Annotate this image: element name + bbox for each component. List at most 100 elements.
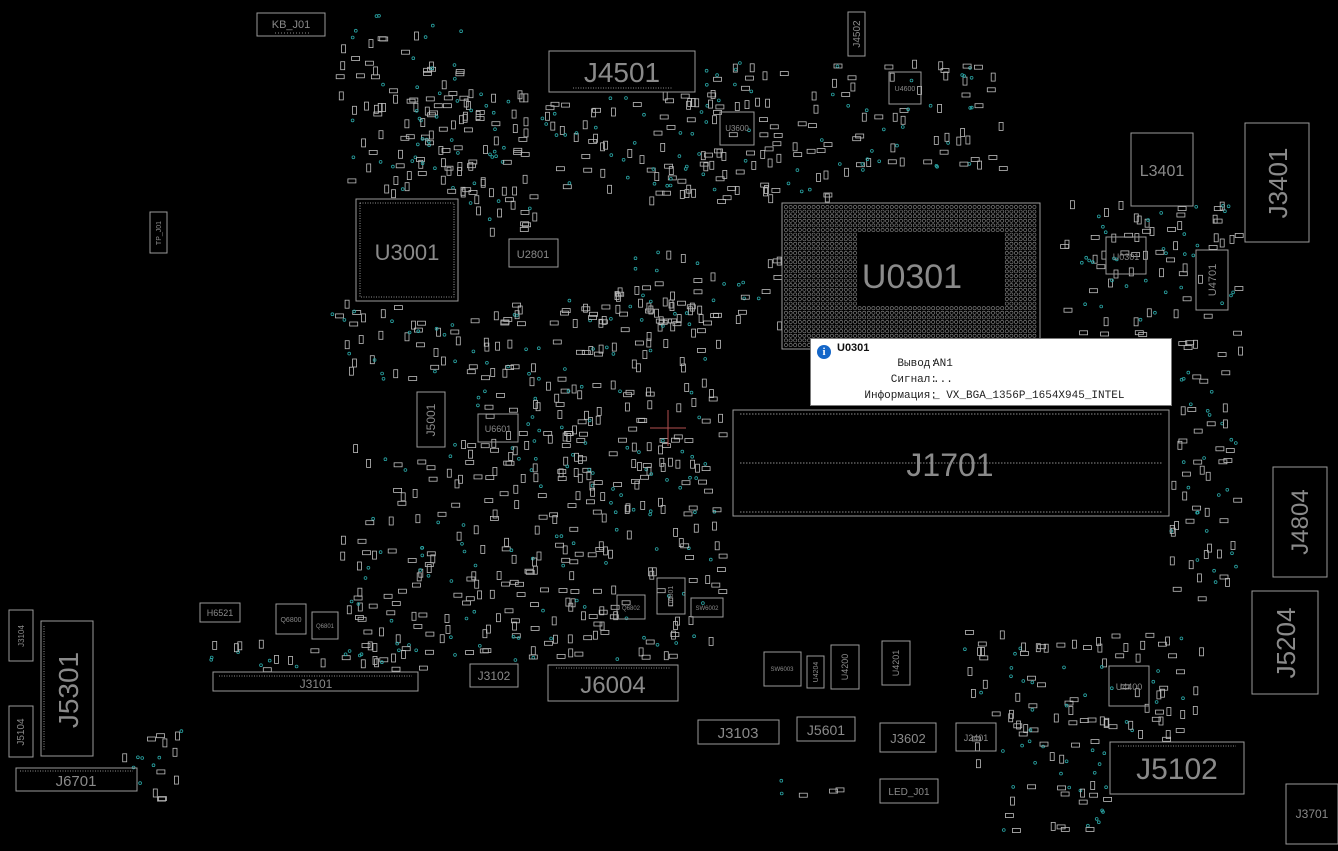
j4502-label: J4502 [852, 20, 863, 48]
component-sw6002[interactable]: SW6002 [690, 597, 724, 618]
u2801-label: U2801 [517, 249, 549, 261]
tooltip-info-value: _ VX_BGA_1356P_1654X945_INTEL [933, 390, 1125, 402]
component-u4201[interactable]: U4201 [881, 640, 911, 686]
component-u4600[interactable]: U4600 [888, 71, 922, 105]
j5601-label: J5601 [807, 722, 845, 738]
j3103-label: J3103 [718, 725, 759, 742]
component-u4204[interactable]: U4204 [806, 655, 825, 689]
component-j5104[interactable]: J5104 [8, 705, 34, 758]
u3600-label: U3600 [725, 124, 749, 133]
tooltip-row-pin: Вывод: AN1 [811, 358, 1173, 372]
tooltip-signal-label: Сигнал: [890, 374, 937, 386]
component-j5204[interactable]: J5204 [1251, 590, 1319, 695]
component-j3101[interactable]: J3101 [212, 671, 419, 692]
component-j5301[interactable]: J5301 [40, 620, 94, 757]
component-j3701[interactable]: J3701 [1285, 783, 1338, 845]
component-u6601[interactable]: U6601 [477, 413, 519, 443]
j5102-label: J5102 [1136, 753, 1218, 786]
l3401-label: L3401 [1140, 163, 1185, 180]
component-tp-j01[interactable]: TP_J01 [149, 211, 168, 254]
tooltip-row-info: Информация: _ VX_BGA_1356P_1654X945_INTE… [811, 390, 1173, 404]
component-j6701[interactable]: J6701 [15, 767, 138, 792]
component-u0301-small[interactable]: U0301 [1105, 236, 1147, 275]
component-u6801[interactable]: U6801 [656, 577, 686, 615]
component-l3401[interactable]: L3401 [1130, 132, 1194, 207]
tooltip-pin-value: AN1 [933, 358, 953, 370]
u4201-label: U4201 [891, 650, 901, 677]
component-u0301[interactable]: U0301 [781, 202, 1041, 350]
sw6002-label: SW6002 [695, 606, 719, 612]
q6801-label: Q6801 [316, 624, 335, 630]
component-j3103[interactable]: J3103 [697, 719, 780, 745]
component-led-j01[interactable]: LED_J01 [879, 778, 939, 804]
tooltip-signal-value: ... [933, 374, 953, 386]
component-h6521[interactable]: H6521 [199, 602, 241, 623]
component-j2401[interactable]: J2401 [955, 722, 997, 752]
j3701-label: J3701 [1296, 807, 1329, 821]
component-u4400[interactable]: U4400 [1108, 665, 1150, 707]
j5204-label: J5204 [1271, 608, 1301, 679]
cursor-crosshair-icon [650, 410, 686, 446]
j5301-label: J5301 [53, 652, 84, 728]
component-j1701[interactable]: J1701 [732, 409, 1170, 517]
component-u3001[interactable]: U3001 [355, 198, 459, 302]
component-j4501[interactable]: J4501 [548, 50, 696, 93]
j3102-label: J3102 [478, 669, 511, 683]
u4200-label: U4200 [840, 654, 850, 681]
j3602-label: J3602 [890, 731, 925, 746]
component-j3102[interactable]: J3102 [469, 663, 519, 688]
j5104-label: J5104 [16, 718, 27, 746]
component-q6800[interactable]: Q6800 [275, 603, 307, 635]
h6521-label: H6521 [207, 608, 234, 618]
component-u4701[interactable]: U4701 [1195, 249, 1229, 311]
component-u2801[interactable]: U2801 [508, 238, 559, 268]
component-sw6003[interactable]: SW6003 [763, 651, 802, 687]
component-j3401[interactable]: J3401 [1244, 122, 1310, 243]
component-q6801[interactable]: Q6801 [311, 611, 339, 640]
led-j01-label: LED_J01 [888, 787, 930, 798]
j3101-label: J3101 [300, 677, 333, 691]
j4804-label: J4804 [1287, 489, 1314, 554]
tooltip-row-signal: Сигнал: ... [811, 374, 1173, 388]
u4400-label: U4400 [1116, 682, 1143, 692]
component-j5601[interactable]: J5601 [796, 716, 856, 742]
j1701-label: J1701 [906, 447, 993, 483]
j2401-label: J2401 [964, 733, 989, 743]
component-info-tooltip: i U0301 Вывод: AN1 Сигнал: ... Информаци… [810, 338, 1172, 406]
u4600-label: U4600 [895, 86, 916, 93]
tooltip-info-label: Информация: [864, 390, 937, 402]
component-q6802[interactable]: Q6802 [616, 594, 646, 620]
j5001-label: J5001 [424, 403, 438, 436]
component-j4804[interactable]: J4804 [1272, 466, 1328, 578]
u6601-label: U6601 [485, 424, 512, 434]
component-u4200[interactable]: U4200 [830, 644, 860, 690]
j3401-label: J3401 [1263, 148, 1293, 219]
component-j3104[interactable]: J3104 [8, 609, 34, 662]
component-j5102[interactable]: J5102 [1109, 741, 1245, 795]
tooltip-pin-label: Вывод: [897, 358, 937, 370]
component-j4502[interactable]: J4502 [847, 11, 866, 57]
small-components-layer [122, 14, 1244, 833]
j3104-label: J3104 [17, 625, 26, 647]
component-j3602[interactable]: J3602 [879, 722, 937, 753]
tooltip-title: U0301 [837, 342, 870, 354]
u4204-label: U4204 [813, 662, 820, 683]
tp-j01-label: TP_J01 [156, 221, 163, 245]
component-j5001[interactable]: J5001 [416, 391, 446, 448]
component-j6004[interactable]: J6004 [547, 664, 679, 702]
u3001-label: U3001 [375, 240, 440, 265]
sw6003-label: SW6003 [770, 667, 794, 673]
u4701-label: U4701 [1207, 264, 1219, 296]
u0301-label: U0301 [862, 258, 962, 296]
u6801-label: U6801 [668, 586, 675, 607]
j6701-label: J6701 [56, 773, 97, 790]
u0301b-label: U0301 [1113, 252, 1140, 262]
component-kb-j01[interactable]: KB_J01 [256, 12, 326, 37]
bga-ball-grid [784, 205, 1037, 347]
j4501-label: J4501 [584, 57, 660, 88]
kb-j01-label: KB_J01 [272, 19, 311, 31]
component-u3600[interactable]: U3600 [719, 111, 755, 146]
q6802-label: Q6802 [622, 606, 641, 612]
q6800-label: Q6800 [280, 617, 301, 624]
